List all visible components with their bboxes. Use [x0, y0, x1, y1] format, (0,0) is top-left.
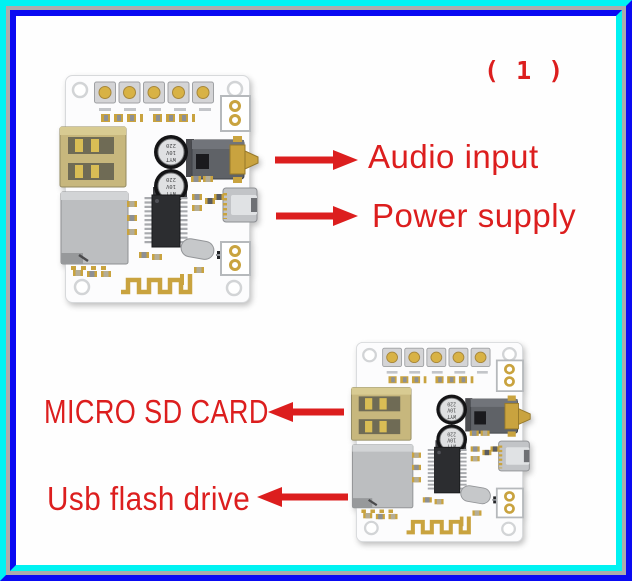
- frame-inner-border: ( 1 ) Audio input Power s: [10, 10, 622, 571]
- figure-content: ( 1 ) Audio input Power s: [16, 16, 616, 565]
- frame-middle-border: ( 1 ) Audio input Power s: [6, 6, 626, 575]
- micro-sd-card-label: MICRO SD CARD: [44, 393, 269, 430]
- power-supply-label: Power supply: [372, 197, 577, 234]
- arrow-left-icon: [257, 487, 348, 507]
- audio-input-label: Audio input: [368, 138, 539, 175]
- arrow-right-icon: [276, 206, 358, 226]
- figure-index-label: ( 1 ): [484, 56, 565, 85]
- usb-flash-drive-label: Usb flash drive: [47, 480, 251, 517]
- pcb-board-1: [65, 75, 250, 303]
- arrow-left-icon: [268, 402, 344, 422]
- arrow-right-icon: [275, 150, 358, 170]
- pcb-board-2: [356, 342, 523, 542]
